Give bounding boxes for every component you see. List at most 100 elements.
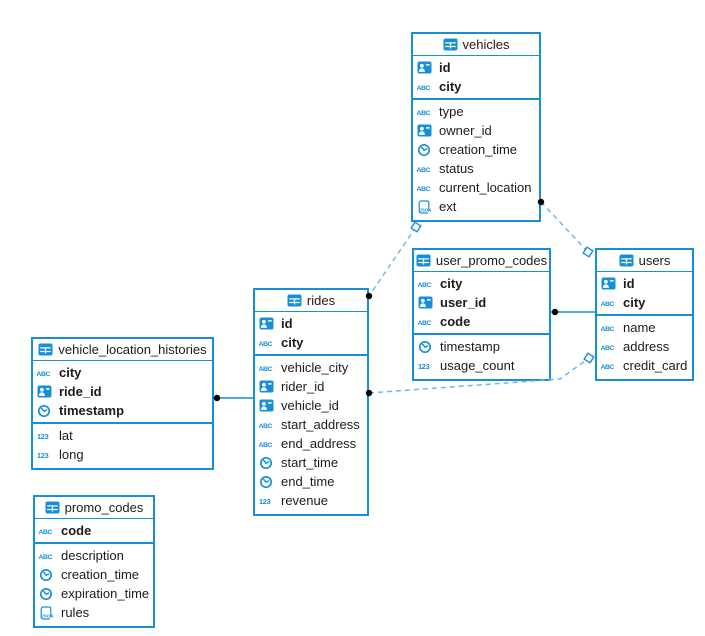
column-type-icon-wrap: ABC	[39, 550, 56, 562]
column-long: 123 long	[33, 445, 212, 464]
column-usage_count: 123 usage_count	[414, 356, 549, 375]
column-name: city	[59, 365, 82, 380]
abc-text-type-icon: ABC	[259, 366, 273, 373]
table-name: rides	[306, 293, 336, 308]
svg-text:ABC: ABC	[417, 85, 431, 92]
id-card-icon	[417, 124, 432, 137]
svg-text:ABC: ABC	[417, 186, 431, 193]
column-type-icon-wrap: ABC	[417, 81, 434, 93]
column-end_time: end_time	[255, 472, 367, 491]
column-user_id: user_id	[414, 293, 549, 312]
column-ride_id: ride_id	[33, 382, 212, 401]
id-card-icon	[259, 399, 274, 412]
column-type-icon-wrap: ABC	[601, 360, 618, 372]
column-name: status	[439, 161, 474, 176]
number-123-icon: 123	[37, 432, 49, 441]
column-expiration_time: expiration_time	[35, 584, 153, 603]
column-type-icon-wrap	[259, 475, 276, 489]
column-name: rider_id	[281, 379, 325, 394]
column-type-icon-wrap: 123	[418, 360, 435, 372]
id-card-icon	[259, 380, 274, 393]
column-name: lat	[59, 428, 73, 443]
abc-text-type-icon: ABC	[259, 442, 273, 449]
column-owner_id: owner_id	[413, 121, 539, 140]
svg-text:ABC: ABC	[601, 326, 615, 333]
number-123-icon: 123	[418, 362, 430, 371]
column-type-icon-wrap	[417, 124, 434, 137]
column-name: usage_count	[440, 358, 515, 373]
abc-text-type-icon: ABC	[259, 341, 273, 348]
id-card-icon	[259, 317, 274, 330]
column-name: start_time	[281, 455, 339, 470]
svg-text:ABC: ABC	[601, 345, 615, 352]
column-name: type	[439, 104, 464, 119]
svg-text:ABC: ABC	[39, 529, 53, 536]
column-type-icon-wrap	[259, 399, 276, 412]
column-rider_id: rider_id	[255, 377, 367, 396]
abc-text-type-icon: ABC	[417, 85, 431, 92]
table-icon	[443, 38, 458, 51]
svg-text:ABC: ABC	[417, 110, 431, 117]
table-header[interactable]: rides	[255, 290, 367, 312]
column-type-icon-wrap	[39, 568, 56, 582]
abc-text-type-icon: ABC	[417, 110, 431, 117]
table-header[interactable]: promo_codes	[35, 497, 153, 519]
column-creation_time: creation_time	[413, 140, 539, 159]
column-type-icon-wrap	[37, 385, 54, 398]
column-type-icon-wrap	[259, 317, 276, 330]
column-name: city	[439, 79, 462, 94]
column-name: revenue	[281, 493, 328, 508]
column-type-icon-wrap	[37, 404, 54, 418]
number-123-icon: 123	[259, 497, 271, 506]
column-type-icon-wrap: ABC	[39, 525, 56, 537]
abc-text-type-icon: ABC	[601, 326, 615, 333]
svg-text:123: 123	[37, 451, 49, 460]
abc-text-type-icon: ABC	[418, 282, 432, 289]
column-name: end_time	[281, 474, 335, 489]
column-type-icon-wrap: ABC	[417, 182, 434, 194]
table-header[interactable]: vehicle_location_histories	[33, 339, 212, 361]
abc-text-type-icon: ABC	[39, 529, 53, 536]
column-type-icon-wrap: ABC	[601, 322, 618, 334]
clock-icon	[37, 404, 51, 417]
column-name: creation_time	[439, 142, 518, 157]
column-type-icon-wrap: JSON	[39, 605, 56, 620]
column-type-icon-wrap: ABC	[601, 297, 618, 309]
table-header[interactable]: users	[597, 250, 692, 272]
column-name: long	[59, 447, 84, 462]
table-icon	[287, 294, 302, 307]
column-type-icon-wrap: ABC	[37, 367, 54, 379]
table-name: users	[638, 253, 671, 268]
column-id: id	[597, 274, 692, 293]
abc-text-type-icon: ABC	[37, 371, 51, 378]
column-timestamp: timestamp	[414, 337, 549, 356]
id-card-icon	[418, 296, 433, 309]
svg-text:ABC: ABC	[39, 554, 53, 561]
svg-text:ABC: ABC	[259, 366, 273, 373]
table-header[interactable]: user_promo_codes	[414, 250, 549, 272]
column-name: creation_time	[61, 567, 140, 582]
column-type-icon-wrap: 123	[37, 430, 54, 442]
table-header[interactable]: vehicles	[413, 34, 539, 56]
column-type-icon-wrap: 123	[259, 495, 276, 507]
column-id: id	[413, 58, 539, 77]
column-name: timestamp	[59, 403, 125, 418]
column-name: credit_card	[623, 358, 688, 373]
